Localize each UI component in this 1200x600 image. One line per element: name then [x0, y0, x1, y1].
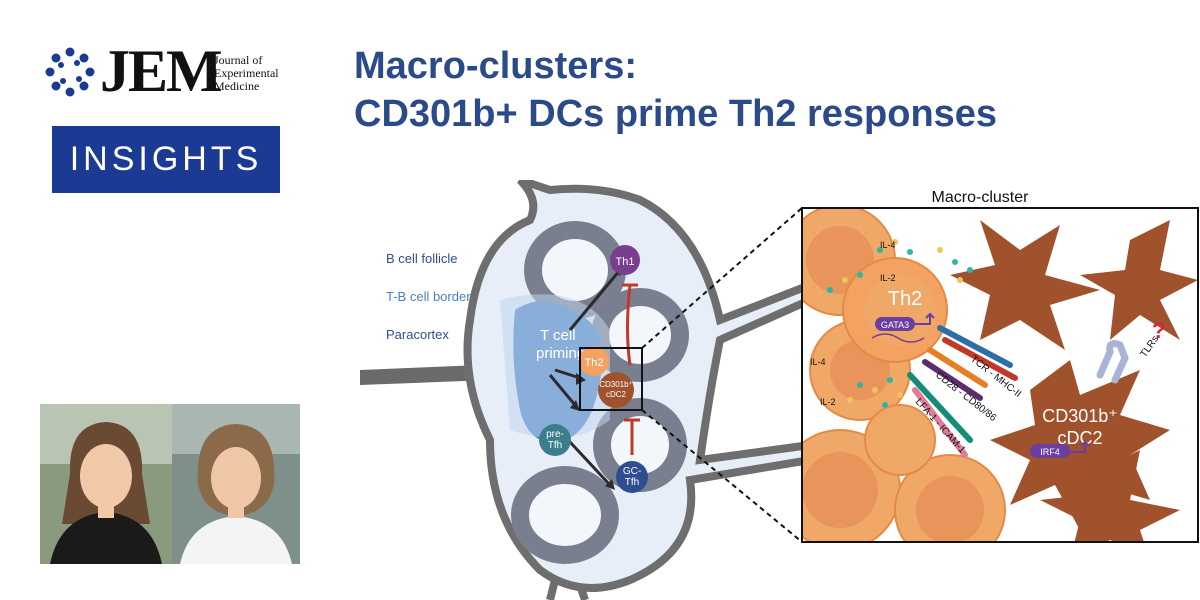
macro-cluster-diagram: T cell priming Th1 Th2 CD301b⁺ cDC2 pre-…	[360, 180, 1199, 600]
author-photos	[40, 404, 300, 564]
pre-tfh-cell	[539, 424, 571, 456]
tlrs-question-mark: ?	[1152, 318, 1165, 343]
th1-cell	[610, 245, 640, 275]
logo-subtitle-line2: Experimental	[214, 66, 279, 80]
il4-left-label: IL-4	[810, 357, 826, 367]
gc-tfh-label-line2: Tfh	[625, 477, 639, 488]
zoom-cd301b-line1: CD301b⁺	[1042, 406, 1118, 426]
title-line2: CD301b+ DCs prime Th2 responses	[354, 93, 998, 135]
cd301b-dc-cell	[598, 372, 634, 408]
zoom-dc-cell	[990, 360, 1170, 530]
gata3-label: GATA3	[881, 320, 909, 330]
legend-tb-cell-border: T-B cell border	[386, 289, 471, 304]
il2-top-label: IL-2	[880, 273, 896, 283]
priming-arrows	[548, 269, 622, 487]
cd301b-label-line1: CD301b⁺	[599, 380, 633, 389]
tlr-receptor-icon	[1096, 340, 1129, 384]
gc-tfh-cell	[616, 461, 648, 493]
cytokine-dots	[827, 239, 973, 408]
logo-subtitle-line3: Medicine	[214, 79, 260, 93]
th2-label: Th2	[585, 357, 604, 369]
macro-cluster-panel: Th2 GATA3 CD301b⁺ cDC2 IRF4 TCR - MHC-II	[802, 208, 1198, 542]
pre-tfh-label-line2: Tfh	[548, 440, 562, 451]
page-title: Macro-clusters: CD301b+ DCs prime Th2 re…	[354, 42, 997, 138]
author-photo-1	[40, 404, 172, 564]
logo-subtitle: Journal of Experimental Medicine	[214, 54, 294, 93]
t-cell-priming-line2: priming	[536, 345, 585, 362]
t-cell-priming-line1: T cell	[540, 327, 576, 344]
zoom-cd301b-line2: cDC2	[1057, 428, 1102, 448]
author-photo-2	[172, 404, 300, 564]
macro-cluster-border	[801, 207, 1199, 543]
jem-logo-mark-icon	[45, 47, 95, 97]
il2-left-label: IL-2	[820, 397, 836, 407]
gata3-badge	[875, 317, 915, 331]
macro-cluster-title: Macro-cluster	[932, 189, 1030, 206]
irf4-label: IRF4	[1040, 447, 1060, 457]
cd301b-label-line2: cDC2	[606, 390, 627, 399]
zoom-th2-label: Th2	[888, 288, 922, 310]
th2-cell	[579, 346, 609, 376]
gc-tfh-label-line1: GC-	[623, 466, 641, 477]
logo-subtitle-line1: Journal of	[214, 53, 263, 67]
irf4-badge	[1030, 444, 1070, 458]
pre-tfh-label-line1: pre-	[546, 429, 564, 440]
il4-top-label: IL-4	[880, 240, 896, 250]
inhibition-lines	[622, 283, 640, 455]
zoom-region-box	[579, 347, 643, 411]
logo-wordmark: JEM	[100, 38, 223, 104]
legend-b-cell-follicle: B cell follicle	[386, 251, 458, 266]
th1-label: Th1	[616, 256, 635, 268]
title-line1: Macro-clusters:	[354, 45, 637, 87]
jem-logo: JEM Journal of Experimental Medicine	[44, 38, 284, 110]
insights-badge: INSIGHTS	[52, 126, 280, 193]
legend-paracortex: Paracortex	[386, 327, 449, 342]
